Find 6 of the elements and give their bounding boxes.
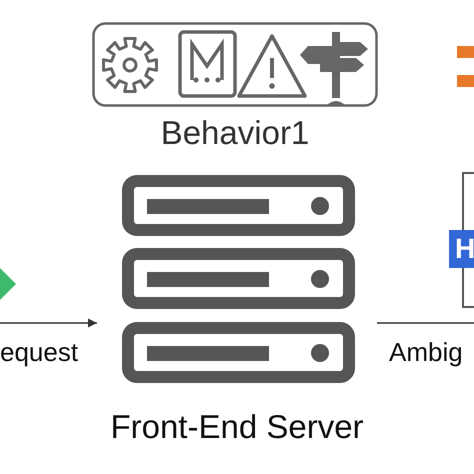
edge-label: equest — [0, 337, 78, 368]
behavior-label: Behavior1 — [160, 114, 310, 152]
server-label: Front-End Server — [109, 408, 365, 446]
edge-label: Ambig — [389, 337, 463, 368]
badge-label: H — [449, 230, 474, 268]
arrow — [0, 318, 97, 328]
